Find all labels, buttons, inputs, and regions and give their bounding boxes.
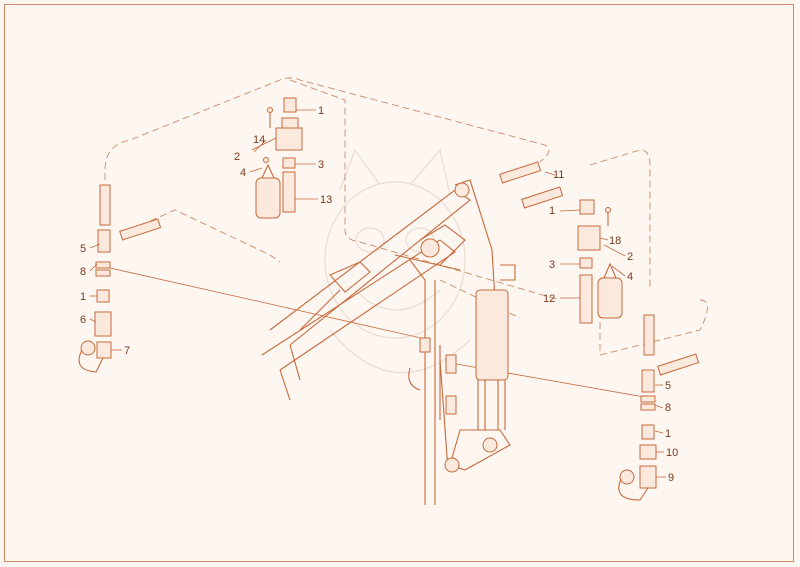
callout-9: 9	[668, 472, 674, 484]
callout-3-upper: 3	[318, 159, 324, 171]
callout-1-lower-right: 1	[665, 428, 671, 440]
callout-7: 7	[124, 345, 130, 357]
callout-labels: 1 14 2 3 4 13 11 1 18 2 3 4 12 5 8 1 6 7…	[80, 105, 678, 484]
callout-leaders	[89, 109, 666, 478]
hoses-11	[499, 161, 564, 209]
callout-1-upper: 1	[318, 105, 324, 117]
callout-5-left: 5	[80, 243, 86, 255]
callout-14: 14	[253, 134, 265, 146]
excavator-boom	[261, 179, 516, 505]
callout-8-right: 8	[665, 402, 671, 414]
callout-1-right: 1	[549, 205, 555, 217]
callout-5-right: 5	[665, 380, 671, 392]
callout-12: 12	[543, 293, 555, 305]
upper-left-valve-assembly	[255, 97, 303, 219]
callout-10: 10	[666, 447, 678, 459]
callout-8-left: 8	[80, 266, 86, 278]
callout-3-right: 3	[549, 259, 555, 271]
right-coupler-assembly	[618, 314, 700, 501]
callout-2-upper: 2	[234, 151, 240, 163]
callout-4-right: 4	[627, 271, 633, 283]
callout-4-upper: 4	[240, 167, 246, 179]
callout-13: 13	[320, 194, 332, 206]
watermark-mascot	[324, 148, 471, 374]
callout-1-left: 1	[80, 291, 86, 303]
leader-line-left	[109, 267, 431, 341]
upper-right-valve-assembly	[577, 199, 623, 324]
diagram-frame	[4, 4, 794, 562]
left-coupler-assembly	[78, 184, 162, 373]
callout-6: 6	[80, 314, 86, 326]
callout-11: 11	[553, 169, 564, 181]
callout-2-right: 2	[627, 251, 633, 263]
callout-18: 18	[609, 235, 621, 247]
